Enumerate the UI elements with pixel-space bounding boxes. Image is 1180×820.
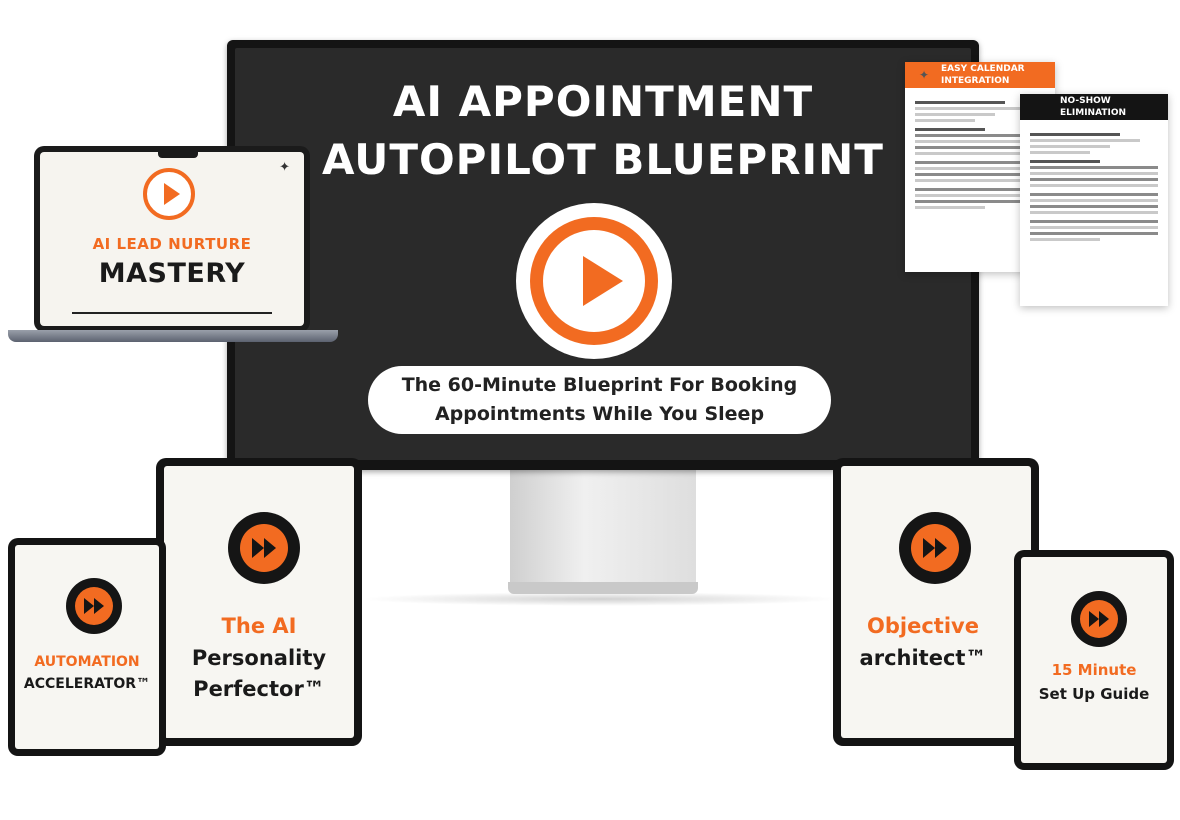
- objective-line2: architect™: [859, 646, 987, 670]
- monitor-title-line2: AUTOPILOT BLUEPRINT: [322, 135, 884, 184]
- setup-line2: Set Up Guide: [1038, 685, 1150, 703]
- play-button[interactable]: [516, 203, 672, 359]
- doc-body: [1020, 120, 1168, 241]
- monitor-stand: [510, 468, 696, 586]
- automation-line1: AUTOMATION: [34, 654, 140, 670]
- doc-body: [905, 88, 1055, 209]
- subtitle-line2: Appointments While You Sleep: [434, 403, 765, 425]
- subtitle-line1: The 60-Minute Blueprint For Booking: [401, 374, 798, 396]
- stand-shadow: [360, 592, 840, 606]
- automation-line2: ACCELERATOR™: [23, 676, 151, 692]
- doc1-title-line1: EASY CALENDAR: [941, 64, 1025, 74]
- personality-line3: Perfector™: [193, 677, 325, 701]
- doc-no-show-elimination: NO-SHOW ELIMINATION: [1020, 94, 1168, 306]
- laptop-base: [8, 330, 338, 342]
- doc-header: ✦ EASY CALENDAR INTEGRATION: [905, 62, 1055, 88]
- doc-header: NO-SHOW ELIMINATION: [1020, 94, 1168, 120]
- tablet-automation: AUTOMATION ACCELERATOR™: [8, 538, 166, 756]
- tablet-setup: 15 Minute Set Up Guide: [1014, 550, 1174, 770]
- doc2-title-line1: NO-SHOW: [1060, 96, 1111, 106]
- fast-forward-icon: [1071, 591, 1127, 647]
- fast-forward-icon: [66, 578, 122, 634]
- fast-forward-icon: [228, 512, 300, 584]
- personality-line1: The AI: [221, 614, 297, 638]
- personality-line2: Personality: [191, 646, 327, 670]
- setup-line1: 15 Minute: [1051, 661, 1137, 679]
- tablet-personality: The AI Personality Perfector™: [156, 458, 362, 746]
- laptop-label-line1: AI LEAD NURTURE: [92, 235, 252, 253]
- doc2-title-line2: ELIMINATION: [1060, 108, 1127, 118]
- laptop-label-line2: MASTERY: [98, 258, 246, 289]
- progress-line: [72, 312, 272, 314]
- sparkle-icon: ✦: [279, 160, 290, 175]
- play-icon: [143, 168, 195, 220]
- play-icon: [530, 217, 658, 345]
- tablet-objective: Objective architect™: [833, 458, 1039, 746]
- objective-line1: Objective: [867, 614, 979, 638]
- doc1-title-line2: INTEGRATION: [941, 76, 1010, 86]
- laptop-screen: ✦ AI LEAD NURTURE MASTERY: [40, 152, 304, 326]
- subtitle-pill: The 60-Minute Blueprint For Booking Appo…: [368, 366, 831, 434]
- monitor-stand-foot: [508, 582, 698, 594]
- monitor-title-line1: AI APPOINTMENT: [392, 77, 814, 126]
- sparkle-icon: ✦: [919, 68, 930, 82]
- fast-forward-icon: [899, 512, 971, 584]
- laptop: ✦ AI LEAD NURTURE MASTERY: [34, 146, 310, 332]
